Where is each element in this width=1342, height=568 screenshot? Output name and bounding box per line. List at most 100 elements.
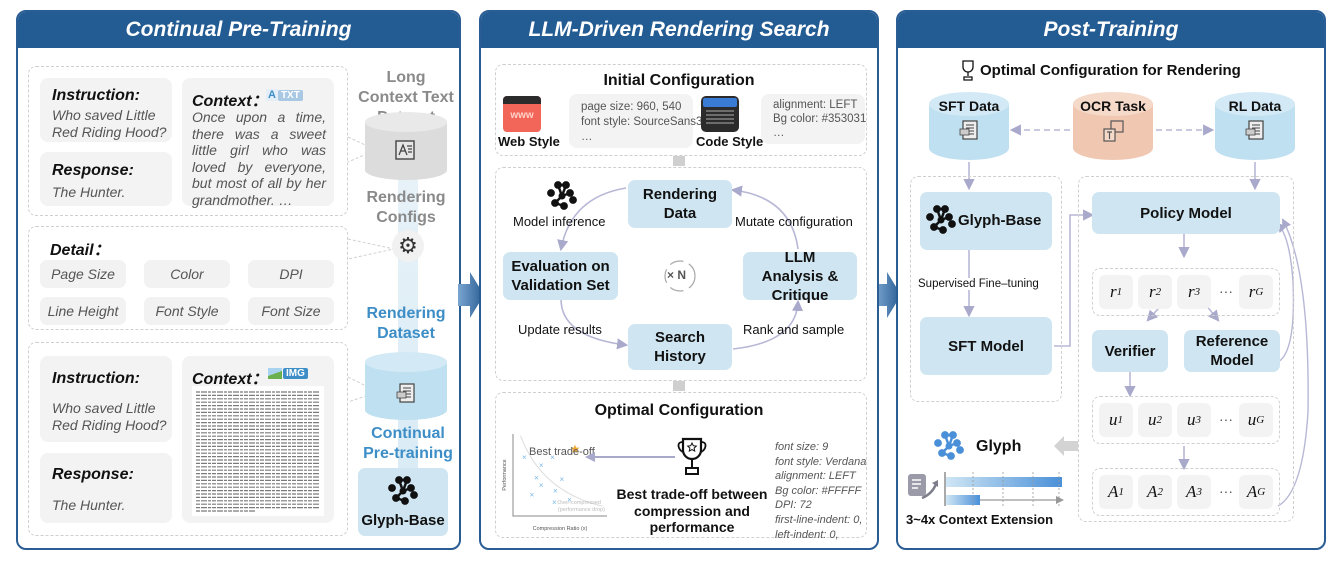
optimal-config-list: font size: 9 font style: Verdana alignme… — [775, 440, 866, 548]
search-loop-group — [495, 167, 867, 381]
scatter-point: × — [529, 491, 534, 500]
iterations-label: × N — [667, 268, 687, 282]
var-subscript: 2 — [1155, 286, 1162, 298]
var-symbol: A — [1147, 482, 1158, 501]
var-symbol: r — [1148, 282, 1156, 301]
response-label: Response: — [52, 162, 134, 179]
glyph-base-box: Glyph-Base — [358, 468, 448, 536]
var-subscript: G — [1257, 486, 1266, 498]
var-subscript: 1 — [1117, 414, 1124, 426]
logo-node — [569, 196, 577, 204]
scatter-point: × — [539, 461, 544, 470]
code-style-icon — [701, 96, 739, 132]
glyph-logo-icon — [547, 181, 577, 210]
var-symbol: r — [1109, 282, 1117, 301]
extension-label: 3~4x Context Extension — [906, 512, 1054, 527]
update-results-label: Update results — [518, 322, 602, 337]
glyph-base-box: Glyph-Base — [920, 192, 1052, 250]
logo-node — [926, 213, 934, 221]
response-card-img: Response: The Hunter. — [40, 453, 172, 523]
var-symbol: r — [1187, 282, 1195, 301]
rendering-data-box: Rendering Data — [628, 180, 732, 228]
ellipsis: ··· — [1219, 283, 1233, 299]
logo-node — [554, 181, 562, 189]
image-document-icon — [396, 383, 415, 403]
logo-node — [410, 491, 418, 499]
x-axis-label: Compression Ratio (x) — [533, 526, 588, 532]
rewards-group — [1092, 396, 1280, 444]
rendered-text-image — [192, 386, 324, 516]
context-card-img: Context： IMG — [182, 356, 334, 523]
down-arrow-2 — [673, 381, 685, 391]
logo-node — [401, 497, 409, 505]
response-text: The Hunter. — [52, 184, 126, 200]
scatter-point: × — [553, 487, 558, 496]
loop-arrows — [557, 185, 804, 350]
logo-node — [956, 446, 964, 454]
glyph-base-label: Glyph-Base — [361, 512, 445, 529]
chart-axes — [512, 434, 607, 517]
context-label: Context： — [192, 371, 268, 388]
chip-page-size: Page Size — [40, 260, 126, 288]
glyph-base-label: Glyph-Base — [958, 212, 1042, 229]
best-point-star: ★ — [570, 442, 581, 456]
document-growth-icon — [908, 474, 938, 500]
logo-node — [395, 476, 403, 484]
logo-node — [560, 202, 568, 210]
sft-model-box: SFT Model — [920, 317, 1052, 375]
context-label: Context： — [192, 93, 268, 110]
pareto-curve — [520, 435, 603, 507]
sft-document-icon — [959, 120, 978, 140]
detail-group — [28, 226, 348, 330]
ocr-task-icon — [1103, 120, 1124, 142]
pointer-arrow — [585, 452, 675, 462]
evaluation-box: Evaluation on Validation Set — [503, 252, 618, 300]
rl-data-label: RL Data — [1228, 98, 1282, 114]
code-config-line: alignment: LEFT — [773, 99, 858, 111]
config-item: font size: 9 — [775, 441, 829, 453]
verifier-box: Verifier — [1092, 330, 1168, 372]
rank-sample-label: Rank and sample — [743, 322, 845, 337]
config-item: Bg color: #FFFFF — [775, 484, 862, 497]
logo-node — [953, 439, 961, 447]
logo-node — [948, 220, 956, 228]
var-subscript: 3 — [1195, 414, 1202, 426]
rendering-config-heading: Optimal Configuration for Rendering — [980, 62, 1241, 79]
axis-line — [944, 472, 946, 506]
policy-model-box: Policy Model — [1092, 192, 1280, 234]
tradeoff-scatter-chart: ××××××××××★Compression Ratio (x)Performa… — [502, 434, 607, 532]
var-symbol: u — [1148, 410, 1157, 429]
logo-node — [941, 205, 949, 213]
continual-pretraining-panel: Continual Pre-Training Instruction: Who … — [16, 10, 461, 550]
response-card: Response: The Hunter. — [40, 152, 172, 206]
instruction-card-img: Instruction: Who saved Little Red Riding… — [40, 356, 172, 442]
trophy-icon — [962, 60, 974, 81]
logo-node — [403, 476, 411, 484]
logo-node — [566, 189, 574, 197]
y-axis-label: Performance — [502, 459, 508, 491]
logo-node — [945, 213, 953, 221]
code-header-bar — [703, 98, 737, 107]
var-subscript: G — [1256, 414, 1265, 426]
code-config-line: Bg color: #353031 — [773, 113, 867, 125]
var-subscript: G — [1255, 286, 1264, 298]
document-a-icon — [395, 140, 415, 160]
rl-document-icon — [1245, 120, 1264, 140]
web-style-label: Web Style — [498, 134, 560, 149]
var-symbol: A — [1186, 482, 1197, 501]
rollouts-group — [1092, 268, 1280, 316]
web-style-icon: www — [503, 96, 541, 132]
logo-node — [941, 431, 949, 439]
search-history-box: Search History — [628, 324, 732, 370]
scatter-point: × — [534, 473, 539, 482]
sft-group — [910, 176, 1062, 402]
var-subscript: 2 — [1157, 486, 1163, 498]
config-item: DPI: 72 — [775, 499, 812, 512]
var-symbol: u — [1187, 410, 1196, 429]
repeat-cycle-icon — [664, 260, 696, 292]
